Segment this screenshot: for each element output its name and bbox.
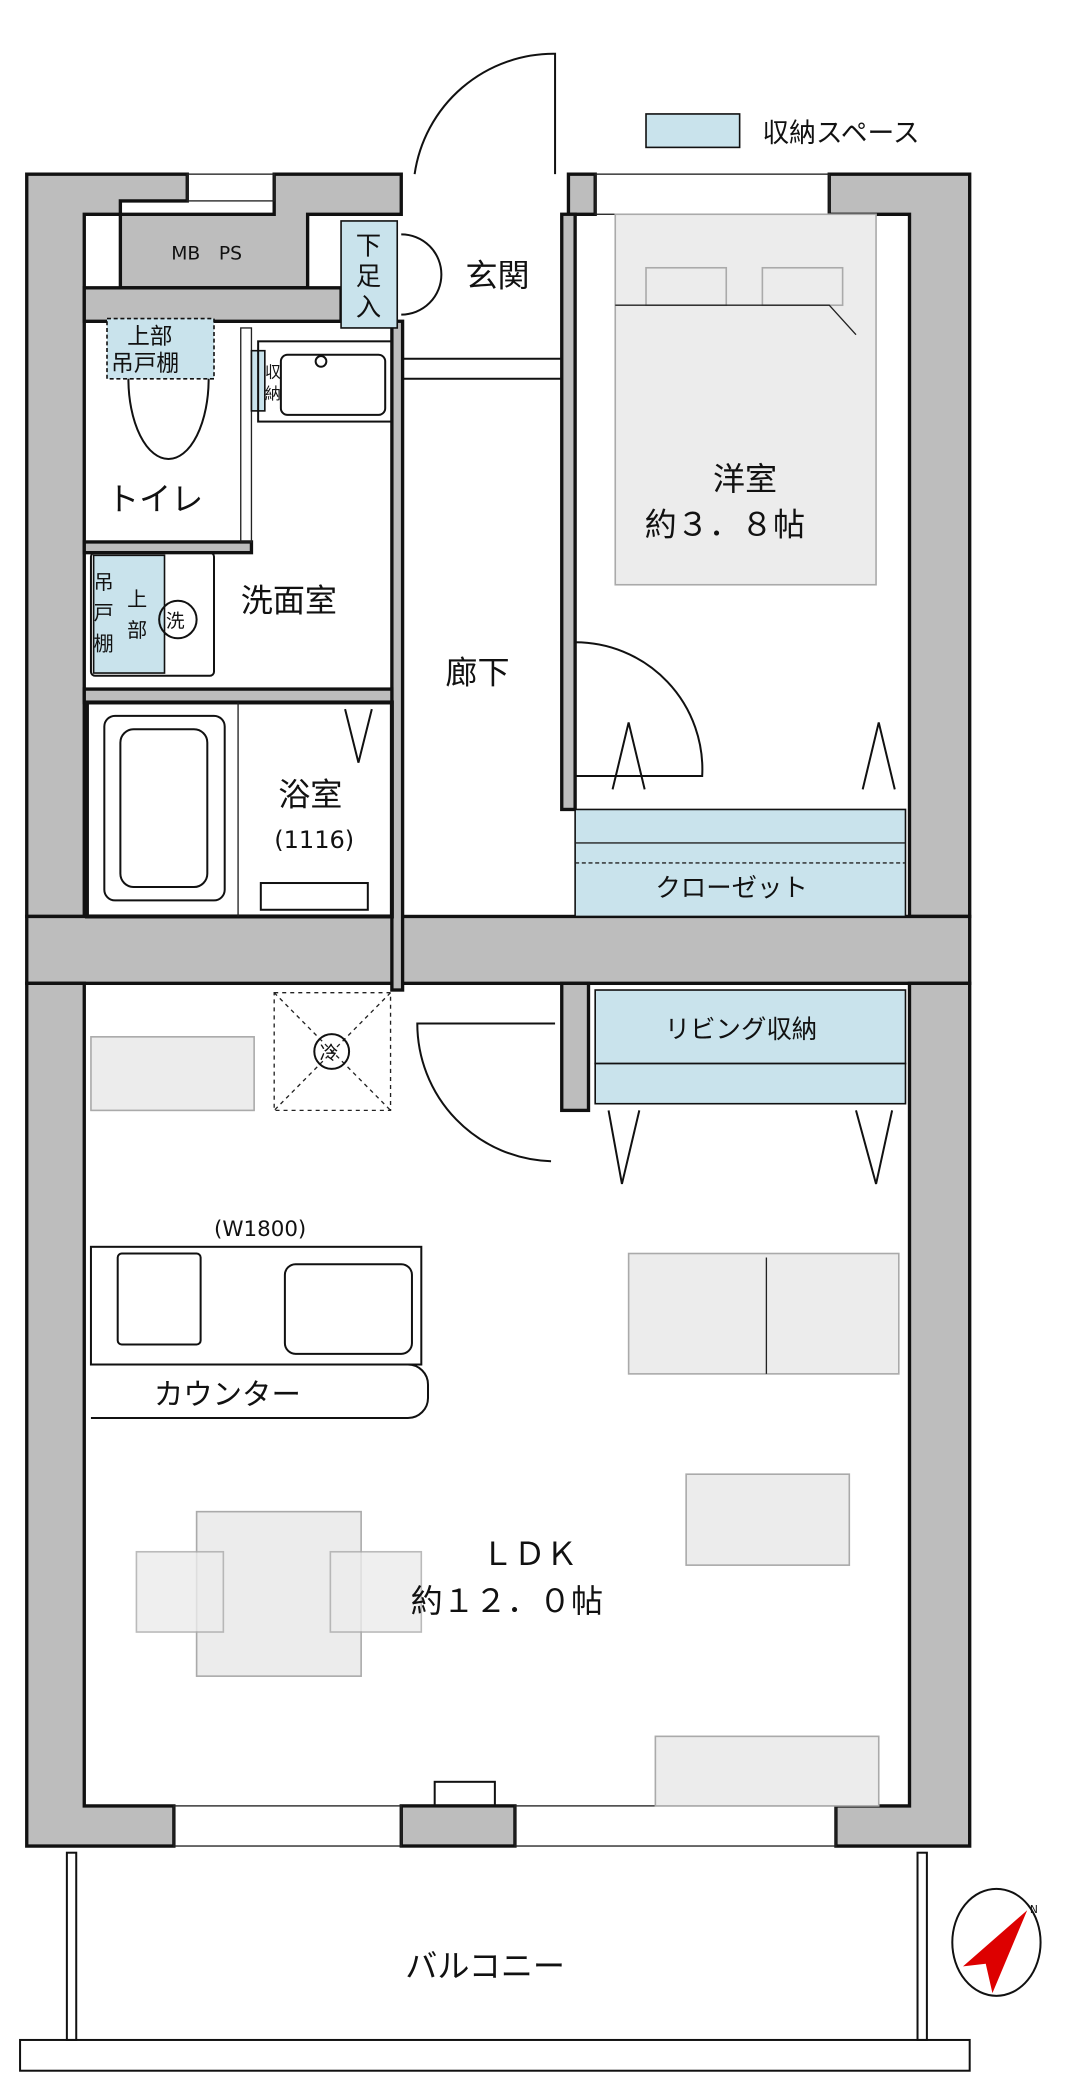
vent [433, 1780, 496, 1807]
toilet-cabinet-label-1: 上部 [127, 324, 172, 350]
counter-label: カウンター [154, 1378, 301, 1412]
closet-label: クローゼット [655, 872, 807, 902]
bath-size: (1116) [274, 826, 354, 854]
western-room-label: 洋室 [713, 460, 777, 498]
shoe-storage-label-3: 入 [356, 292, 381, 322]
washer-cabinet-label: 棚 [94, 631, 114, 655]
living-storage-label: リビング収納 [665, 1014, 817, 1044]
toilet-label: トイレ [107, 480, 203, 518]
balcony-label: バルコニー [405, 1947, 565, 1985]
window [514, 1805, 837, 1847]
corridor-label: 廊下 [445, 654, 509, 692]
bathtub [103, 714, 226, 902]
genkan-door [401, 233, 443, 316]
toilet-cabinet-label-2: 吊戸棚 [111, 351, 179, 377]
toilet-upper-cabinet [106, 317, 215, 380]
legend-swatch [645, 113, 741, 149]
washer-cabinet-label: 部 [127, 618, 147, 642]
window [594, 173, 830, 215]
ldk-label: ＬＤＫ [482, 1535, 578, 1573]
kitchen-width: (W1800) [214, 1217, 306, 1242]
washer-icon [158, 599, 198, 640]
living-storage [594, 989, 907, 1065]
balcony-rail [19, 2038, 971, 2072]
bathroom [84, 700, 394, 919]
mb-ps-label: MB PS [171, 244, 242, 265]
legend-label: 収納スペース [762, 118, 919, 149]
fridge-mark: 冷 [320, 1044, 339, 1065]
bar-counter [90, 1363, 430, 1420]
washer-mark: 洗 [166, 612, 185, 633]
ldk-size: 約１２．０帖 [411, 1582, 603, 1620]
compass-north: N [1030, 1903, 1038, 1916]
toilet-bowl [127, 378, 210, 461]
sink-storage-label-2: 納 [265, 384, 281, 403]
shoe-storage-label-1: 下 [356, 230, 381, 260]
sink-storage-label-1: 収 [265, 362, 281, 381]
shoe-storage-label-2: 足 [356, 261, 381, 291]
window [186, 173, 275, 202]
senmenshitsu-label: 洗面室 [241, 582, 337, 620]
window [173, 1805, 402, 1847]
kitchen-sink [283, 1263, 413, 1355]
balcony-post [916, 1851, 928, 2041]
washer-pan [89, 551, 216, 677]
washbasin [257, 340, 393, 423]
genkan-label: 玄関 [465, 256, 529, 294]
balcony-post [65, 1851, 78, 2041]
washer-cabinet-label: 上 [127, 587, 147, 611]
coffee-table [685, 1473, 851, 1566]
washer-cabinet-label: 戸 [94, 601, 114, 625]
ldk-door [416, 1022, 556, 1163]
washer-cabinet-label: 吊 [94, 570, 114, 594]
western-room-door [575, 641, 704, 778]
compass-icon: N [951, 1887, 1042, 1997]
tv-stand [654, 1735, 880, 1807]
sofa [627, 1252, 900, 1375]
entrance-door [413, 52, 557, 175]
shoe-storage [340, 220, 399, 329]
fridge-space [273, 992, 392, 1112]
western-room-size: 約３．８帖 [645, 505, 805, 543]
outer-walls [25, 172, 972, 1848]
stove-icon [116, 1252, 202, 1346]
bath-label: 浴室 [278, 775, 342, 813]
